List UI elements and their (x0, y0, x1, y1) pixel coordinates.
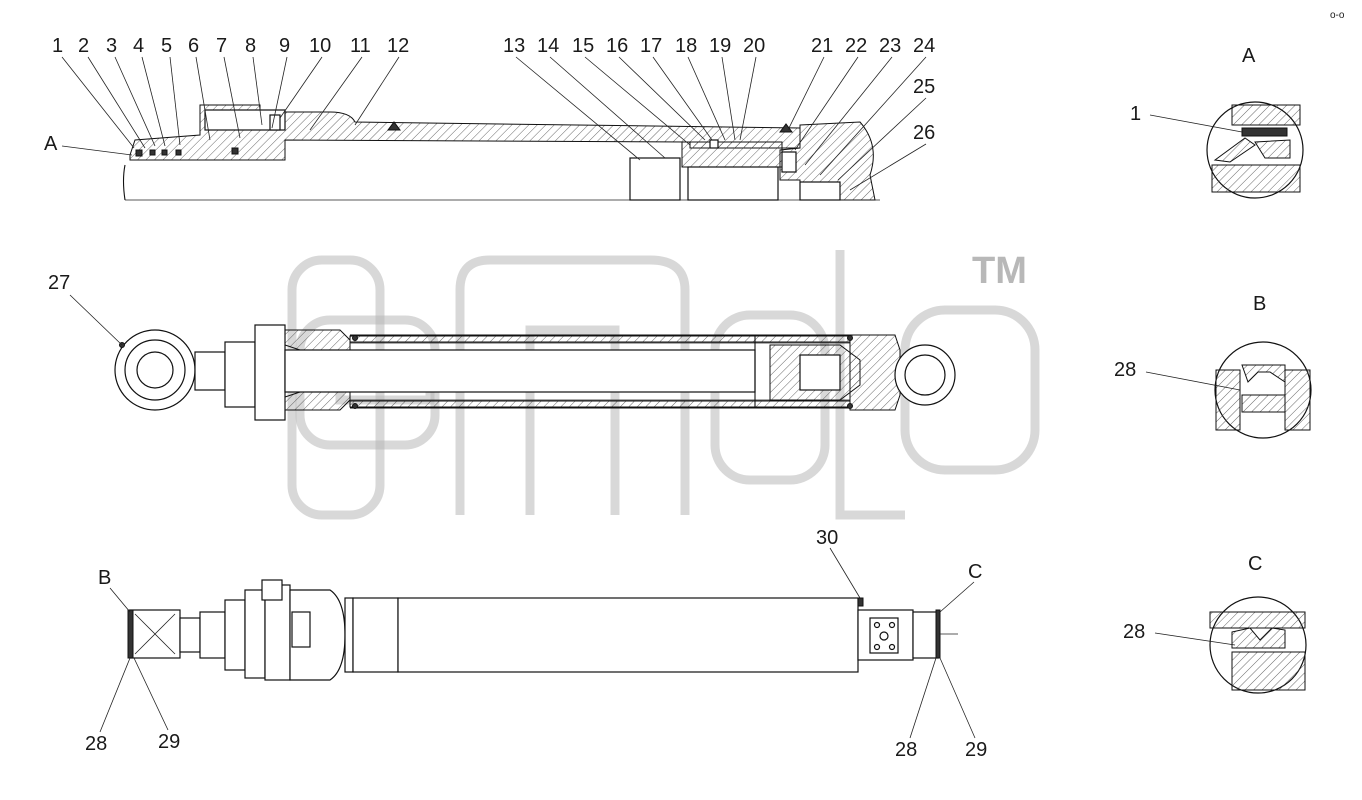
callout-13: 13 (503, 35, 525, 57)
callout-11: 11 (350, 35, 371, 57)
callout-27: 27 (48, 272, 70, 294)
callout-19: 19 (709, 35, 731, 57)
callout-2: 2 (78, 35, 89, 57)
callout-24: 24 (913, 35, 935, 57)
callout-28-right: 28 (895, 739, 917, 761)
callout-30: 30 (816, 527, 838, 549)
detail-c-title: C (1248, 553, 1262, 575)
callout-12: 12 (387, 35, 409, 57)
corner-mark: o-o (1330, 10, 1345, 21)
seal-group (135, 147, 239, 157)
callout-17: 17 (640, 35, 662, 57)
bottom-callouts: B 28 29 30 C 28 29 (85, 527, 987, 761)
callout-18: 18 (675, 35, 697, 57)
callout-9: 9 (279, 35, 290, 57)
detail-b-callout: 28 (1114, 359, 1136, 381)
callout-5: 5 (161, 35, 172, 57)
callout-6: 6 (188, 35, 199, 57)
callout-10: 10 (309, 35, 331, 57)
detail-a-title: A (1242, 45, 1256, 67)
callout-26: 26 (913, 122, 935, 144)
view-ref-a: A (44, 133, 58, 155)
view-ref-c: C (968, 561, 982, 583)
callout-4: 4 (133, 35, 144, 57)
middle-assembly-view: 27 (48, 272, 956, 421)
detail-c: C 28 (1123, 553, 1307, 694)
detail-b-title: B (1253, 293, 1266, 315)
detail-a: A 1 (1130, 45, 1304, 199)
detail-a-callout: 1 (1130, 103, 1141, 125)
callout-8: 8 (245, 35, 256, 57)
callout-28-left: 28 (85, 733, 107, 755)
callout-29-left: 29 (158, 731, 180, 753)
callout-23: 23 (879, 35, 901, 57)
callout-29-right: 29 (965, 739, 987, 761)
watermark-logo: TM (287, 250, 1040, 520)
callout-14: 14 (537, 35, 559, 57)
callout-16: 16 (606, 35, 628, 57)
detail-b: B 28 (1114, 293, 1312, 439)
callout-22: 22 (845, 35, 867, 57)
view-ref-b: B (98, 567, 111, 589)
top-callouts: 1 2 3 4 5 6 7 8 9 10 11 12 13 14 15 16 1… (44, 35, 935, 191)
callout-20: 20 (743, 35, 765, 57)
detail-c-callout: 28 (1123, 621, 1145, 643)
callout-1: 1 (52, 35, 63, 57)
callout-21: 21 (811, 35, 833, 57)
callout-15: 15 (572, 35, 594, 57)
watermark-tm: TM (972, 250, 1027, 292)
bottom-external-view (127, 579, 958, 681)
callout-7: 7 (216, 35, 227, 57)
top-sectional-view (122, 104, 880, 201)
callout-3: 3 (106, 35, 117, 57)
callout-25: 25 (913, 76, 935, 98)
